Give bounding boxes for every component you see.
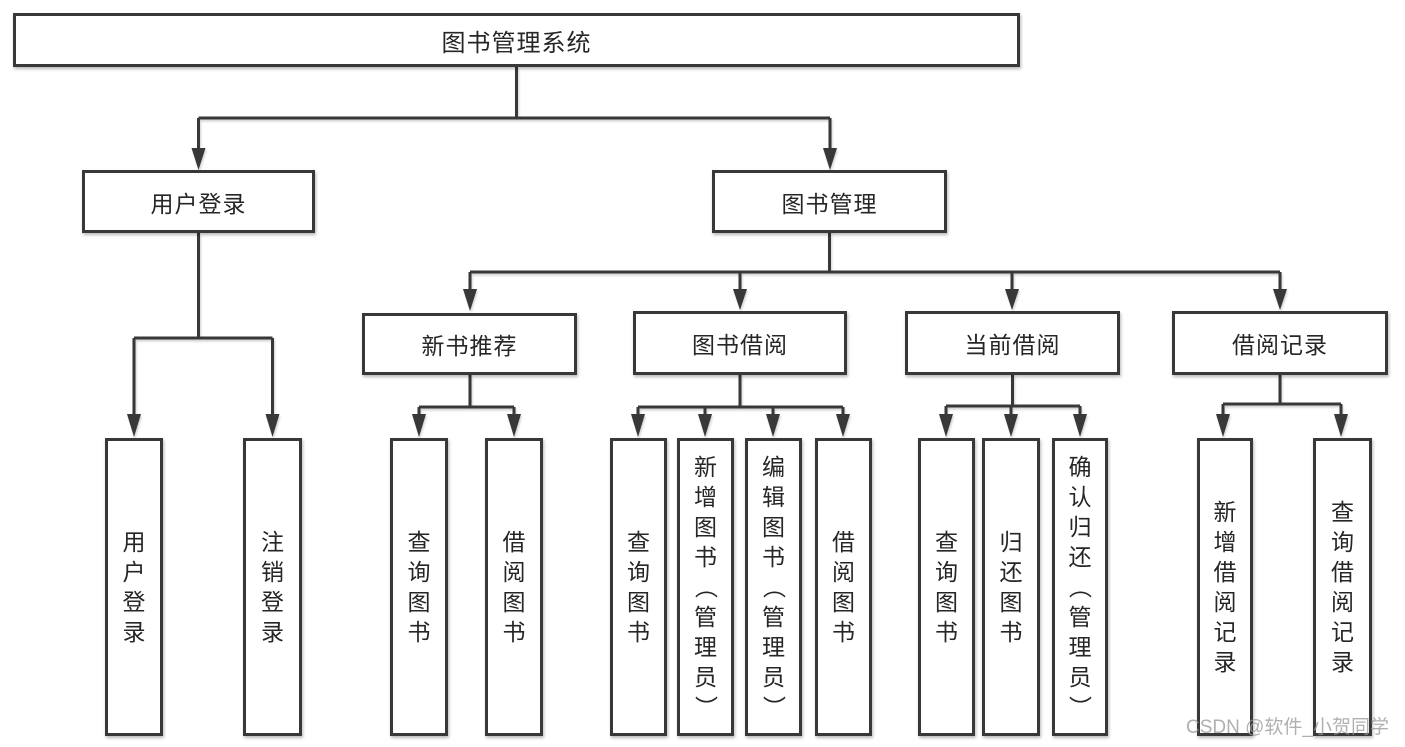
- leaf-confirm-return-admin: 确认归还（管理员）: [1052, 438, 1108, 736]
- node-current-borrow: 当前借阅: [905, 311, 1120, 375]
- connector-current-borrow-to-leaves: [939, 375, 1087, 437]
- connector-new-book-recommend-to-leaves: [412, 375, 521, 437]
- connector-book-management-to-level3: [463, 233, 1287, 311]
- node-borrow-records: 借阅记录: [1172, 311, 1388, 375]
- leaf-return-book: 归还图书: [982, 438, 1040, 736]
- leaf-query-books-current: 查询图书: [918, 438, 975, 736]
- node-book-management: 图书管理: [712, 170, 947, 233]
- leaf-logout: 注销登录: [243, 438, 302, 736]
- leaf-add-book-admin: 新增图书（管理员）: [677, 438, 734, 736]
- node-user-login: 用户登录: [82, 170, 315, 233]
- leaf-edit-book-admin: 编辑图书（管理员）: [745, 438, 802, 736]
- node-library-management-system: 图书管理系统: [13, 13, 1020, 67]
- connector-borrow-records-to-leaves: [1216, 375, 1348, 437]
- leaf-query-borrow-record: 查询借阅记录: [1313, 438, 1372, 736]
- leaf-add-borrow-record: 新增借阅记录: [1197, 438, 1253, 736]
- node-new-book-recommend: 新书推荐: [362, 313, 577, 375]
- node-book-borrow: 图书借阅: [633, 311, 847, 375]
- leaf-query-books-borrow: 查询图书: [610, 438, 667, 736]
- leaf-borrow-books: 借阅图书: [815, 438, 872, 736]
- connector-user-login-to-leaves: [127, 233, 280, 437]
- connector-root-to-level2: [191, 67, 837, 170]
- csdn-watermark: CSDN @软件_小贺同学: [1186, 717, 1389, 738]
- leaf-query-books-recommend: 查询图书: [390, 438, 448, 736]
- connector-book-borrow-to-leaves: [631, 375, 850, 437]
- leaf-borrow-books-recommend: 借阅图书: [485, 438, 543, 736]
- leaf-user-login: 用户登录: [105, 438, 163, 736]
